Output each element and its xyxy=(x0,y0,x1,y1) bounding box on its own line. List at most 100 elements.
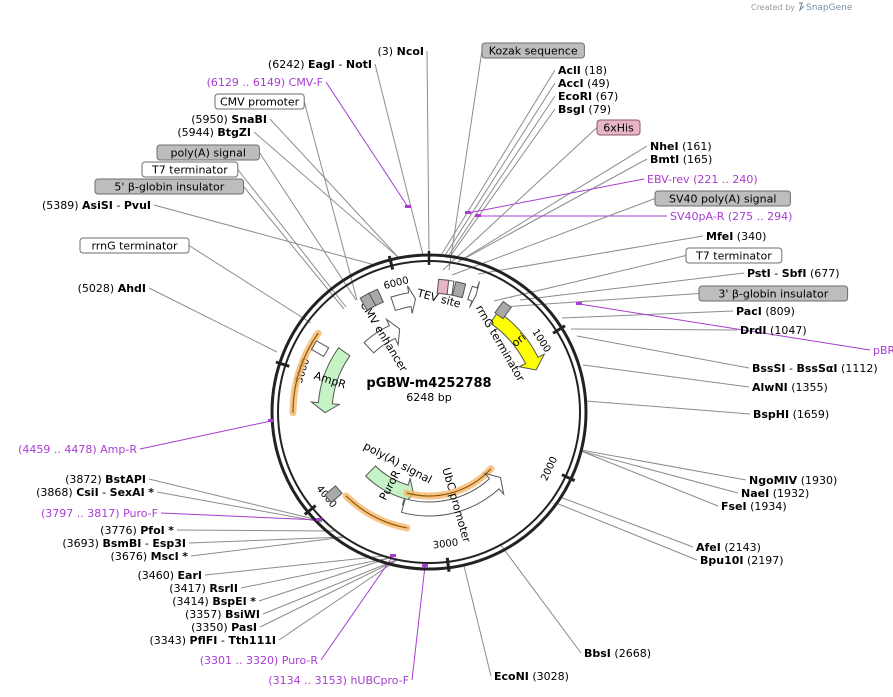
site-label-acci[interactable]: AccI (49) xyxy=(558,77,610,90)
6xhis-feature-box[interactable] xyxy=(436,278,450,295)
rrng-terminator-2-feature-box[interactable] xyxy=(310,340,330,358)
primer-mark xyxy=(405,205,411,208)
site-label-acli[interactable]: AclI (18) xyxy=(558,64,607,77)
site-label-rsrii[interactable]: (3417) RsrII xyxy=(169,582,238,595)
site-label-ngomiv[interactable]: NgoMIV (1930) xyxy=(749,474,837,487)
site-label-bsgi[interactable]: BsgI (79) xyxy=(558,103,611,116)
site-label-ncoi[interactable]: (3) NcoI xyxy=(378,45,424,58)
primer-label-puro-f[interactable]: (3797 .. 3817) Puro-F xyxy=(41,507,158,520)
primer-leader-line xyxy=(411,565,426,681)
site-label-pfoi[interactable]: (3776) PfoI * xyxy=(100,524,174,537)
site-label-mfei[interactable]: MfeI (340) xyxy=(706,230,766,243)
site-label-naei[interactable]: NaeI (1932) xyxy=(741,487,809,500)
site-text: (1932) xyxy=(773,487,810,500)
puror-feature-arrow[interactable] xyxy=(364,465,415,506)
feature-label-box[interactable] xyxy=(79,237,190,254)
feature-label-box[interactable] xyxy=(214,93,305,110)
sv40-poly-a-feature-box[interactable] xyxy=(451,281,467,299)
site-label-ecori[interactable]: EcoRI (67) xyxy=(558,90,618,103)
site-label-bsmbi[interactable]: (3693) BsmBI - Esp3I xyxy=(62,537,186,550)
site-label-snabi[interactable]: (5950) SnaBI xyxy=(191,113,267,126)
site-text: (2668) xyxy=(614,647,651,660)
site-label-nhei[interactable]: NheI (161) xyxy=(650,140,712,153)
primer-label-sv40pa-r[interactable]: SV40pA-R (275 .. 294) xyxy=(670,210,792,223)
primer-label-cmv-f[interactable]: (6129 .. 6149) CMV-F xyxy=(207,76,323,89)
site-label-bstapi[interactable]: (3872) BstAPI xyxy=(65,473,146,486)
site-label-alwni[interactable]: AlwNI (1355) xyxy=(752,381,828,394)
primer-label-pbr322ori-f[interactable]: pBR322ori-F (1080 .. 1099) xyxy=(873,344,893,357)
feature-label-box[interactable] xyxy=(698,285,849,302)
primer-mark xyxy=(475,214,481,217)
site-label-bsssi[interactable]: BssSI - BssSαI (1112) xyxy=(752,362,878,375)
ubc-promoter-feature-arrow[interactable] xyxy=(400,472,505,517)
feature-label-box[interactable] xyxy=(685,247,783,264)
feature-label-box[interactable] xyxy=(141,161,239,178)
site-label-econi[interactable]: EcoNI (3028) xyxy=(494,670,569,683)
site-label-drdi[interactable]: DrdI (1047) xyxy=(740,324,807,337)
ampr-feature-arrow[interactable] xyxy=(309,347,351,414)
backbone-inner-ring xyxy=(277,260,581,564)
site-label-pflfi[interactable]: (3343) PflFI - Tth111I xyxy=(149,634,276,647)
site-label-bbsi[interactable]: BbsI (2668) xyxy=(584,647,651,660)
site-text: (3) xyxy=(378,45,394,58)
site-text: BbsI xyxy=(584,647,611,660)
primer-mark xyxy=(422,564,428,567)
tick-4000-line xyxy=(303,504,317,516)
poly-a-signal-2-feature-box[interactable] xyxy=(324,485,343,504)
site-text: PfoI xyxy=(140,524,165,537)
site-label-eari[interactable]: (3460) EarI xyxy=(137,569,202,582)
site-label-asisi[interactable]: (5389) AsiSI - PvuI xyxy=(42,199,151,212)
cmv-promoter-feature-arrow[interactable] xyxy=(390,285,417,314)
site-label-bmti[interactable]: BmtI (165) xyxy=(650,153,712,166)
site-text: PacI xyxy=(736,305,762,318)
site-leader-line xyxy=(374,63,424,256)
feature-label-box[interactable] xyxy=(94,178,245,195)
site-label-bpu10i[interactable]: Bpu10I (2197) xyxy=(700,554,784,567)
site-text: EcoRI xyxy=(558,90,592,103)
site-label-afei[interactable]: AfeI (2143) xyxy=(696,541,761,554)
feature-label-box[interactable] xyxy=(156,144,260,161)
primer-leader-line xyxy=(320,555,394,661)
site-label-eagi[interactable]: (6242) EagI - NotI xyxy=(268,58,372,71)
site-label-bspei[interactable]: (3414) BspEI * xyxy=(172,595,256,608)
site-text: NotI xyxy=(346,58,372,71)
5-beta-globin-insulator-feature-box[interactable] xyxy=(359,292,377,312)
feature-label-box[interactable] xyxy=(481,42,585,59)
primer-label-hubcpro-f[interactable]: (3134 .. 3153) hUBCpro-F xyxy=(268,674,409,687)
primer-label-amp-r[interactable]: (4459 .. 4478) Amp-R xyxy=(18,443,137,456)
site-text: PasI xyxy=(231,621,257,634)
site-leader-line xyxy=(278,559,398,641)
site-label-paci[interactable]: PacI (809) xyxy=(736,305,795,318)
site-text: (3357) xyxy=(185,608,222,621)
site-leader-line xyxy=(576,335,750,369)
feature-label-3-globin-insulator: 3' β-globin insulator xyxy=(718,288,828,301)
feature-label-box[interactable] xyxy=(596,119,641,136)
site-label-msci[interactable]: (3676) MscI * xyxy=(111,550,189,563)
site-label-btgzi[interactable]: (5944) BtgZI xyxy=(177,126,251,139)
feature-leader-line xyxy=(243,186,345,310)
site-label-bsiwi[interactable]: (3357) BsiWI xyxy=(185,608,260,621)
rrng-terminator-feature-arrow[interactable] xyxy=(467,281,481,308)
primer-text: SV40pA-R xyxy=(670,210,725,223)
site-label-bsphi[interactable]: BspHI (1659) xyxy=(753,408,829,421)
site-text: * xyxy=(148,486,154,499)
feature-label-box[interactable] xyxy=(654,190,791,207)
3-beta-globin-insulator-feature-box[interactable] xyxy=(494,300,512,320)
primer-text: pBR322ori-F xyxy=(873,344,893,357)
primer-label-ebv-rev[interactable]: EBV-rev (221 .. 240) xyxy=(647,173,758,186)
site-label-pasi[interactable]: (3350) PasI xyxy=(191,621,257,634)
primer-mark xyxy=(465,211,471,214)
site-label-fsei[interactable]: FseI (1934) xyxy=(721,500,787,513)
site-text: (3417) xyxy=(169,582,206,595)
site-label-psti[interactable]: PstI - SbfI (677) xyxy=(747,267,840,280)
site-label-ahdi[interactable]: (5028) AhdI xyxy=(78,282,146,295)
site-label-csii[interactable]: (3868) CsiI - SexAI * xyxy=(36,486,154,499)
primer-leader-line xyxy=(325,81,409,208)
ori-feature-arrow[interactable] xyxy=(489,310,546,371)
primer-leader-line xyxy=(139,420,272,450)
tick-2000-line xyxy=(561,473,576,483)
primer-label-puro-r[interactable]: (3301 .. 3320) Puro-R xyxy=(200,654,319,667)
site-leader-line xyxy=(426,50,430,256)
cmv-enhancer-feature-arrow[interactable] xyxy=(363,317,401,354)
